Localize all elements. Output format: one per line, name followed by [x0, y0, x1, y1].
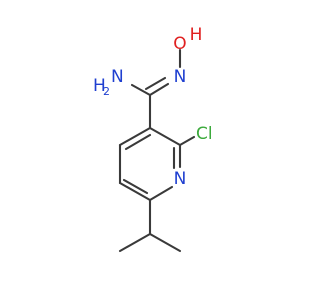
atom-ring-n: N: [174, 169, 187, 189]
bond-layer: [118, 48, 196, 253]
bond-c2-cl: [178, 135, 196, 147]
atom-chlorine: Cl: [196, 124, 213, 144]
bond-ch-me2: [148, 232, 182, 253]
bond-camidine-n-oxime: [148, 82, 170, 97]
bond-camidine-n-oxime-double: [144, 76, 167, 91]
atom-amine-n: N: [111, 67, 124, 87]
atom-label-layer: H 2 N N O H Cl N: [93, 25, 213, 189]
atom-hydroxyl-h: H: [190, 25, 203, 45]
atom-hydroxyl-group: O H: [173, 25, 202, 54]
atom-oxime-n: N: [174, 67, 187, 87]
bond-n1-c6: [148, 185, 174, 202]
bond-c3-c2: [148, 126, 182, 147]
bond-ch-me1: [118, 232, 152, 253]
bond-c4-c3-double: [124, 133, 152, 151]
bond-c4-c3: [118, 126, 152, 147]
molecule-structure-diagram: H 2 N N O H Cl N: [93, 25, 213, 253]
bond-c6-c5-double: [122, 178, 149, 195]
atom-hydroxyl-o: O: [173, 34, 186, 54]
atom-amine-group: H 2 N: [93, 67, 124, 98]
bond-c6-c5: [118, 181, 152, 202]
atom-amine-h-subscript: 2: [103, 85, 110, 98]
atom-amine-h: H: [93, 76, 106, 96]
bond-camidine-nh2: [130, 83, 152, 97]
